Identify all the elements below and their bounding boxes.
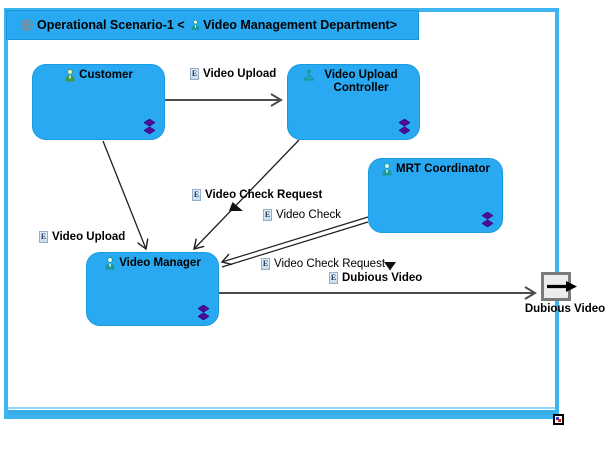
label-text: Video Check Request — [205, 189, 323, 201]
label-text: Video Upload — [203, 68, 277, 80]
label-text: Video Upload — [52, 231, 126, 243]
node-mrt-coordinator-label: MRT Coordinator — [396, 163, 490, 175]
label-text: Video Check Request — [274, 258, 386, 270]
marker-dot-red — [558, 419, 561, 422]
diagram-title-bar[interactable]: Operational Scenario-1 < Video Managemen… — [6, 10, 419, 40]
marker-dot-blue — [556, 417, 559, 420]
node-customer-label: Customer — [79, 69, 133, 81]
hidden-links-icon — [198, 305, 209, 320]
node-video-manager-header: Video Manager — [87, 253, 218, 270]
node-mrt-coordinator[interactable]: MRT Coordinator — [368, 158, 503, 233]
edge-video-check-mrt-to-manager-a[interactable] — [220, 216, 369, 266]
edge-video-check-mrt-to-manager-b[interactable] — [221, 221, 369, 268]
exchange-item-icon: E — [263, 209, 272, 221]
port-label-dubious-video: Dubious Video — [524, 303, 606, 315]
customer-person-icon — [65, 69, 75, 82]
edge-video-check-request-controller-to-manager[interactable] — [193, 139, 300, 250]
exchange-item-icon: E — [329, 272, 338, 284]
hidden-links-icon — [399, 119, 410, 134]
exchange-item-icon: E — [39, 231, 48, 243]
frame-bottom-band — [8, 405, 555, 415]
node-mrt-coordinator-header: MRT Coordinator — [369, 159, 502, 176]
label-text: Video Check — [276, 209, 341, 221]
node-video-upload-controller-label: Video Upload Controller — [324, 69, 398, 94]
label-text: Dubious Video — [342, 272, 423, 284]
node-customer-header: Customer — [33, 65, 164, 82]
label-video-upload-left[interactable]: E Video Upload — [39, 231, 125, 243]
node-video-upload-controller[interactable]: Video Upload Controller — [287, 64, 420, 140]
label-dubious-video-exchange[interactable]: E Dubious Video — [329, 272, 422, 284]
hidden-links-icon — [482, 212, 493, 227]
person-icon — [105, 257, 115, 270]
node-video-manager-label: Video Manager — [119, 257, 201, 269]
validation-marker-icon[interactable] — [553, 414, 564, 425]
exchange-item-icon: E — [190, 68, 199, 80]
edge-video-upload-customer-to-manager[interactable] — [102, 140, 149, 251]
person-icon — [382, 163, 392, 176]
hidden-links-icon — [144, 119, 155, 134]
direction-triangle-down-icon — [384, 262, 396, 271]
entity-mini-icon — [191, 19, 200, 30]
direction-triangle-left-icon — [229, 202, 243, 211]
node-video-upload-controller-header: Video Upload Controller — [288, 65, 419, 95]
label-video-upload-top[interactable]: E Video Upload — [190, 68, 276, 80]
entity-icon — [303, 69, 315, 82]
operational-scenario-icon — [21, 19, 33, 31]
node-customer[interactable]: Customer — [32, 64, 165, 140]
label-video-check-request-mid[interactable]: E Video Check Request — [192, 189, 322, 201]
port-out-arrow-icon — [547, 281, 577, 292]
title-prefix: Operational Scenario-1 < — [37, 18, 189, 32]
node-video-manager[interactable]: Video Manager — [86, 252, 219, 326]
label-video-check[interactable]: E Video Check — [263, 209, 341, 221]
exchange-item-icon: E — [192, 189, 201, 201]
title-entity: Video Management Department> — [203, 18, 398, 32]
exchange-item-icon: E — [261, 258, 270, 270]
label-video-check-request-right[interactable]: E Video Check Request — [261, 258, 385, 270]
output-port-dubious-video[interactable] — [541, 272, 577, 301]
